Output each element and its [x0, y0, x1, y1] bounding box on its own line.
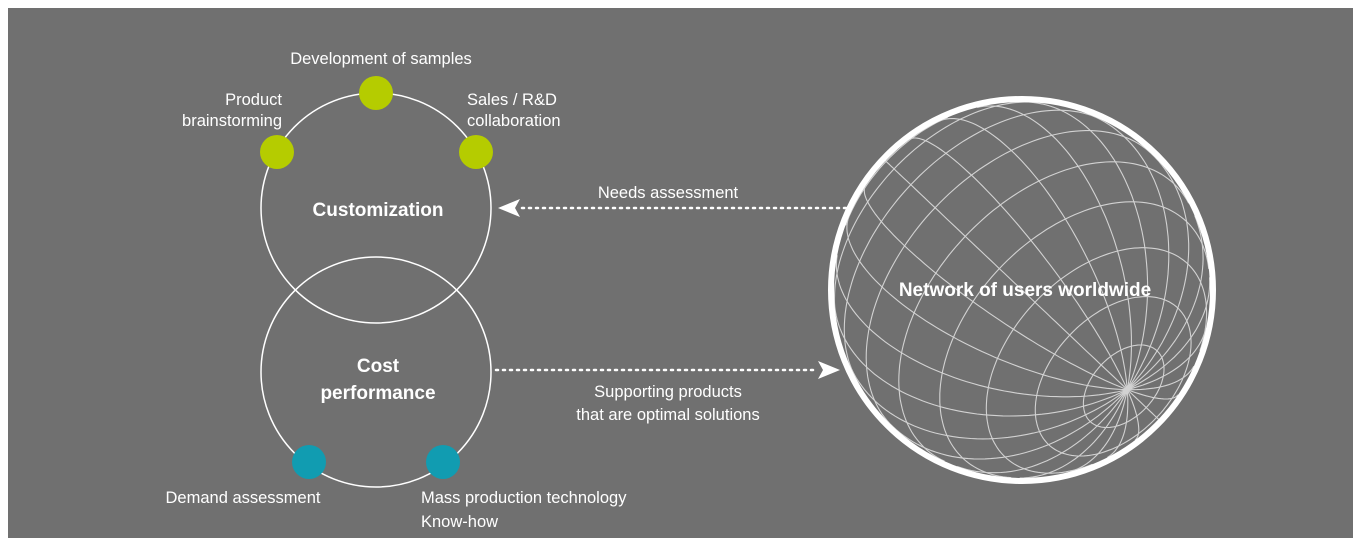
globe-grid-line — [909, 137, 1128, 390]
supporting-products-label-line1: Supporting products — [594, 383, 742, 401]
supporting-products-label-line2: that are optimal solutions — [576, 406, 759, 424]
globe-grid-line — [885, 160, 1128, 391]
sales-rd-collaboration-label-line1: Sales / R&D — [467, 91, 557, 109]
sales-rd-collaboration-dot — [459, 135, 493, 169]
globe-grid-line — [1127, 328, 1207, 391]
cost-title-line1: Cost — [357, 356, 400, 377]
demand-assessment-dot — [292, 445, 326, 479]
mass-production-label-line2: Know-how — [421, 513, 498, 531]
cost-title-line2: performance — [320, 383, 435, 404]
globe-grid-line — [1107, 389, 1129, 458]
globe-grid-line — [844, 116, 948, 226]
globe-grid-line — [938, 117, 1128, 390]
globe-grid-line — [863, 186, 1128, 391]
mass-production-label-line1: Mass production technology — [421, 489, 627, 507]
globe-grid-line — [865, 130, 1152, 427]
globe-grid-line — [1034, 296, 1192, 457]
globe-grid-line — [833, 101, 1029, 308]
globe-grid-line — [850, 368, 1128, 440]
globe-icon — [828, 96, 1216, 484]
product-brainstorming-label-line1: Product — [225, 91, 282, 109]
supporting-products-arrowhead-icon — [818, 361, 840, 379]
demand-assessment-label: Demand assessment — [166, 489, 321, 507]
globe-grid-line — [1126, 215, 1204, 391]
globe-grid-line — [892, 389, 1128, 460]
globe-grid-line — [977, 105, 1132, 390]
globe-grid-line — [835, 255, 1128, 398]
globe-grid-line — [1082, 344, 1165, 429]
globe-grid-line — [846, 216, 1128, 391]
development-of-samples-label: Development of samples — [290, 50, 472, 68]
mass-production-dot — [426, 445, 460, 479]
globe-grid-line — [1091, 114, 1170, 390]
globe-grid-line — [1127, 389, 1179, 400]
globe-grid-line — [1070, 389, 1128, 473]
development-of-samples-dot — [359, 76, 393, 110]
globe-grid-line — [1019, 389, 1128, 479]
globe-grid-line — [843, 109, 1096, 374]
globe-title: Network of users worldwide — [899, 280, 1151, 301]
globe-grid-line — [1127, 277, 1211, 391]
globe-grid-line — [1126, 389, 1140, 441]
globe-grid-line — [1127, 365, 1195, 391]
customization-title: Customization — [313, 200, 444, 221]
needs-assessment-arrowhead-icon — [498, 199, 520, 217]
needs-assessment-label: Needs assessment — [598, 184, 739, 202]
product-brainstorming-label-line2: brainstorming — [182, 112, 282, 130]
product-brainstorming-dot — [260, 135, 294, 169]
globe-grid-line — [1126, 389, 1159, 420]
globe-grid-line — [985, 247, 1208, 474]
globe-grid-line — [898, 161, 1190, 462]
globe-grid-line — [939, 201, 1210, 479]
cost-performance-circle — [260, 256, 492, 488]
sales-rd-collaboration-label-line2: collaboration — [467, 112, 561, 130]
